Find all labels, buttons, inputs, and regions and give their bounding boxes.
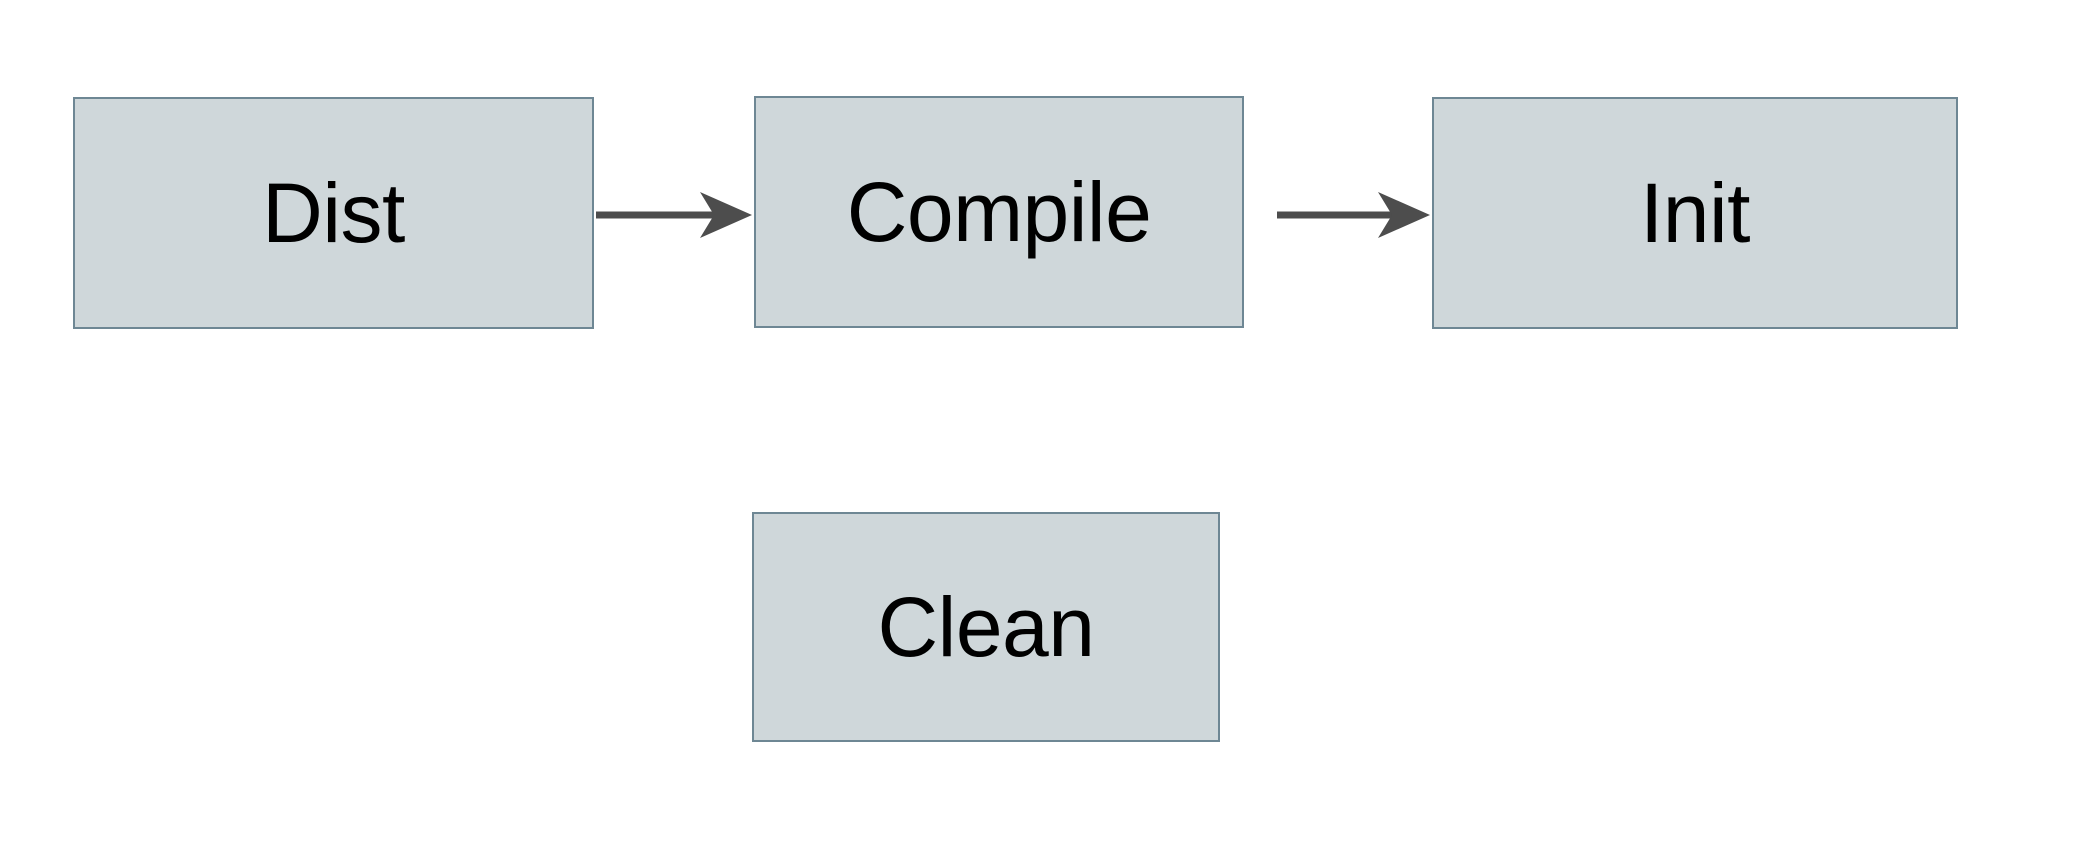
node-init[interactable]: Init bbox=[1432, 97, 1958, 329]
arrowhead-icon bbox=[1378, 192, 1430, 238]
node-label: Clean bbox=[877, 580, 1095, 674]
edge-dist-to-compile[interactable] bbox=[596, 192, 752, 238]
node-compile[interactable]: Compile bbox=[754, 96, 1244, 328]
arrowhead-icon bbox=[700, 192, 752, 238]
node-label: Compile bbox=[846, 165, 1152, 259]
node-clean[interactable]: Clean bbox=[752, 512, 1220, 742]
node-label: Init bbox=[1639, 166, 1751, 260]
node-dist[interactable]: Dist bbox=[73, 97, 594, 329]
node-label: Dist bbox=[262, 166, 405, 260]
edge-compile-to-init[interactable] bbox=[1277, 192, 1430, 238]
